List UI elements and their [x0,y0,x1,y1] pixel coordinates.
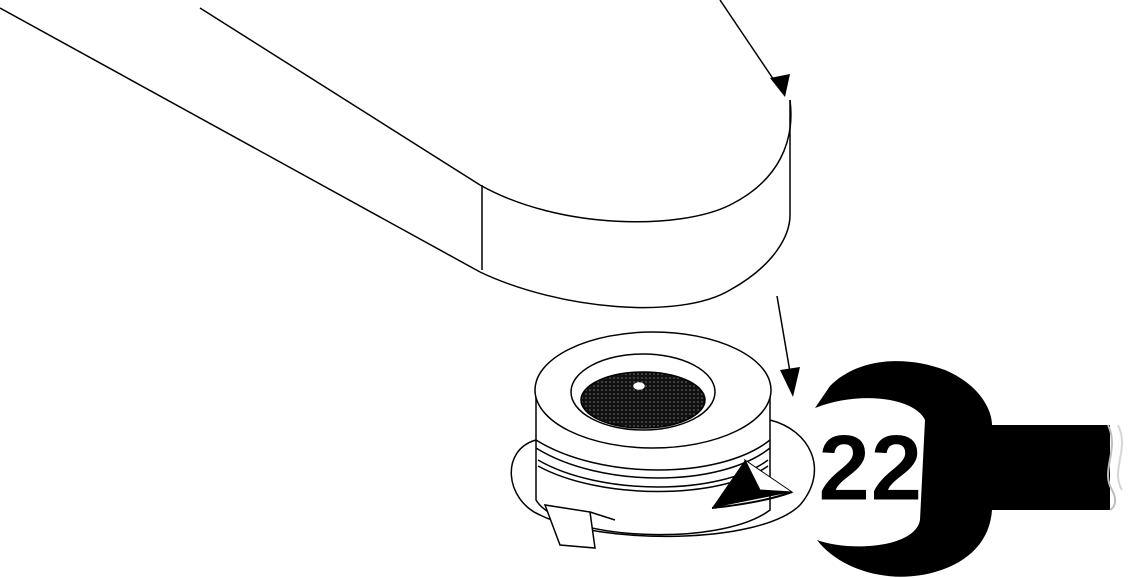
arrow-down [719,0,800,397]
wrench: 22 [815,361,1123,577]
wrench-size-label: 22 [818,415,923,520]
faucet-spout [0,7,792,309]
aerator [510,331,816,549]
rotation-arrow [711,458,794,509]
